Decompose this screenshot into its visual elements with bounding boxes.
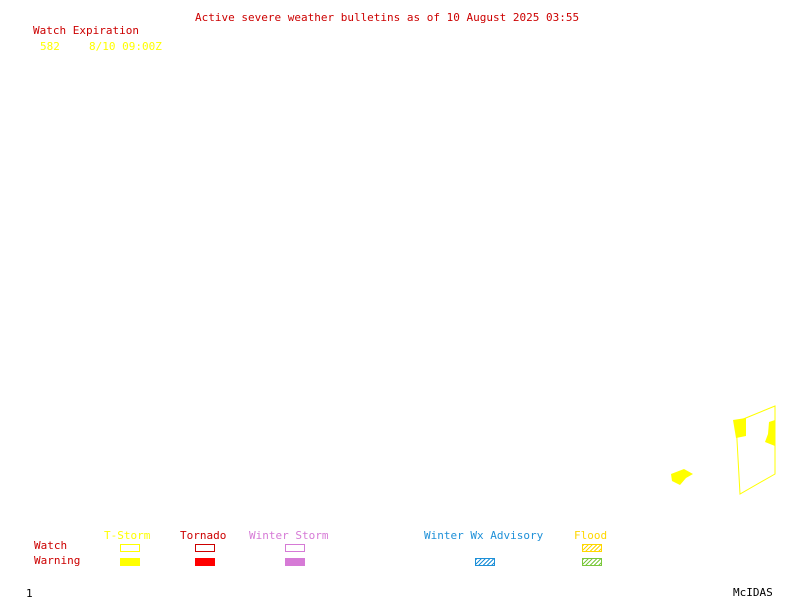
watch-number: 582	[40, 40, 60, 53]
tstorm-warning-swatch	[120, 558, 140, 566]
watch-area-outline	[735, 405, 776, 495]
flood-watch-swatch	[582, 544, 602, 552]
winter-storm-watch-swatch	[285, 544, 305, 552]
tstorm-watch-swatch	[120, 544, 140, 552]
tornado-watch-swatch	[195, 544, 215, 552]
legend-warning-label: Warning	[34, 554, 81, 567]
winter-advisory-warning-swatch	[475, 558, 495, 566]
watch-expiration-header: Watch Expiration	[33, 24, 139, 37]
watch-expiration-time: 8/10 09:00Z	[89, 40, 162, 53]
storm-warning-area	[765, 420, 775, 446]
legend-winter-storm-label: Winter Storm	[249, 529, 329, 542]
winter-storm-warning-swatch	[285, 558, 305, 566]
frame-number: 1	[26, 587, 33, 600]
storm-warning-area	[671, 469, 693, 485]
legend-tstorm-label: T-Storm	[104, 529, 151, 542]
bulletin-title: Active severe weather bulletins as of 10…	[195, 11, 580, 24]
legend-tornado-label: Tornado	[180, 529, 227, 542]
tornado-warning-swatch	[195, 558, 215, 566]
legend-winter-advisory-label: Winter Wx Advisory	[424, 529, 544, 542]
storm-warning-area	[733, 418, 746, 438]
flood-warning-swatch	[582, 558, 602, 566]
legend-flood-label: Flood	[574, 529, 608, 542]
software-label: McIDAS	[733, 586, 773, 599]
legend-watch-label: Watch	[34, 539, 68, 552]
